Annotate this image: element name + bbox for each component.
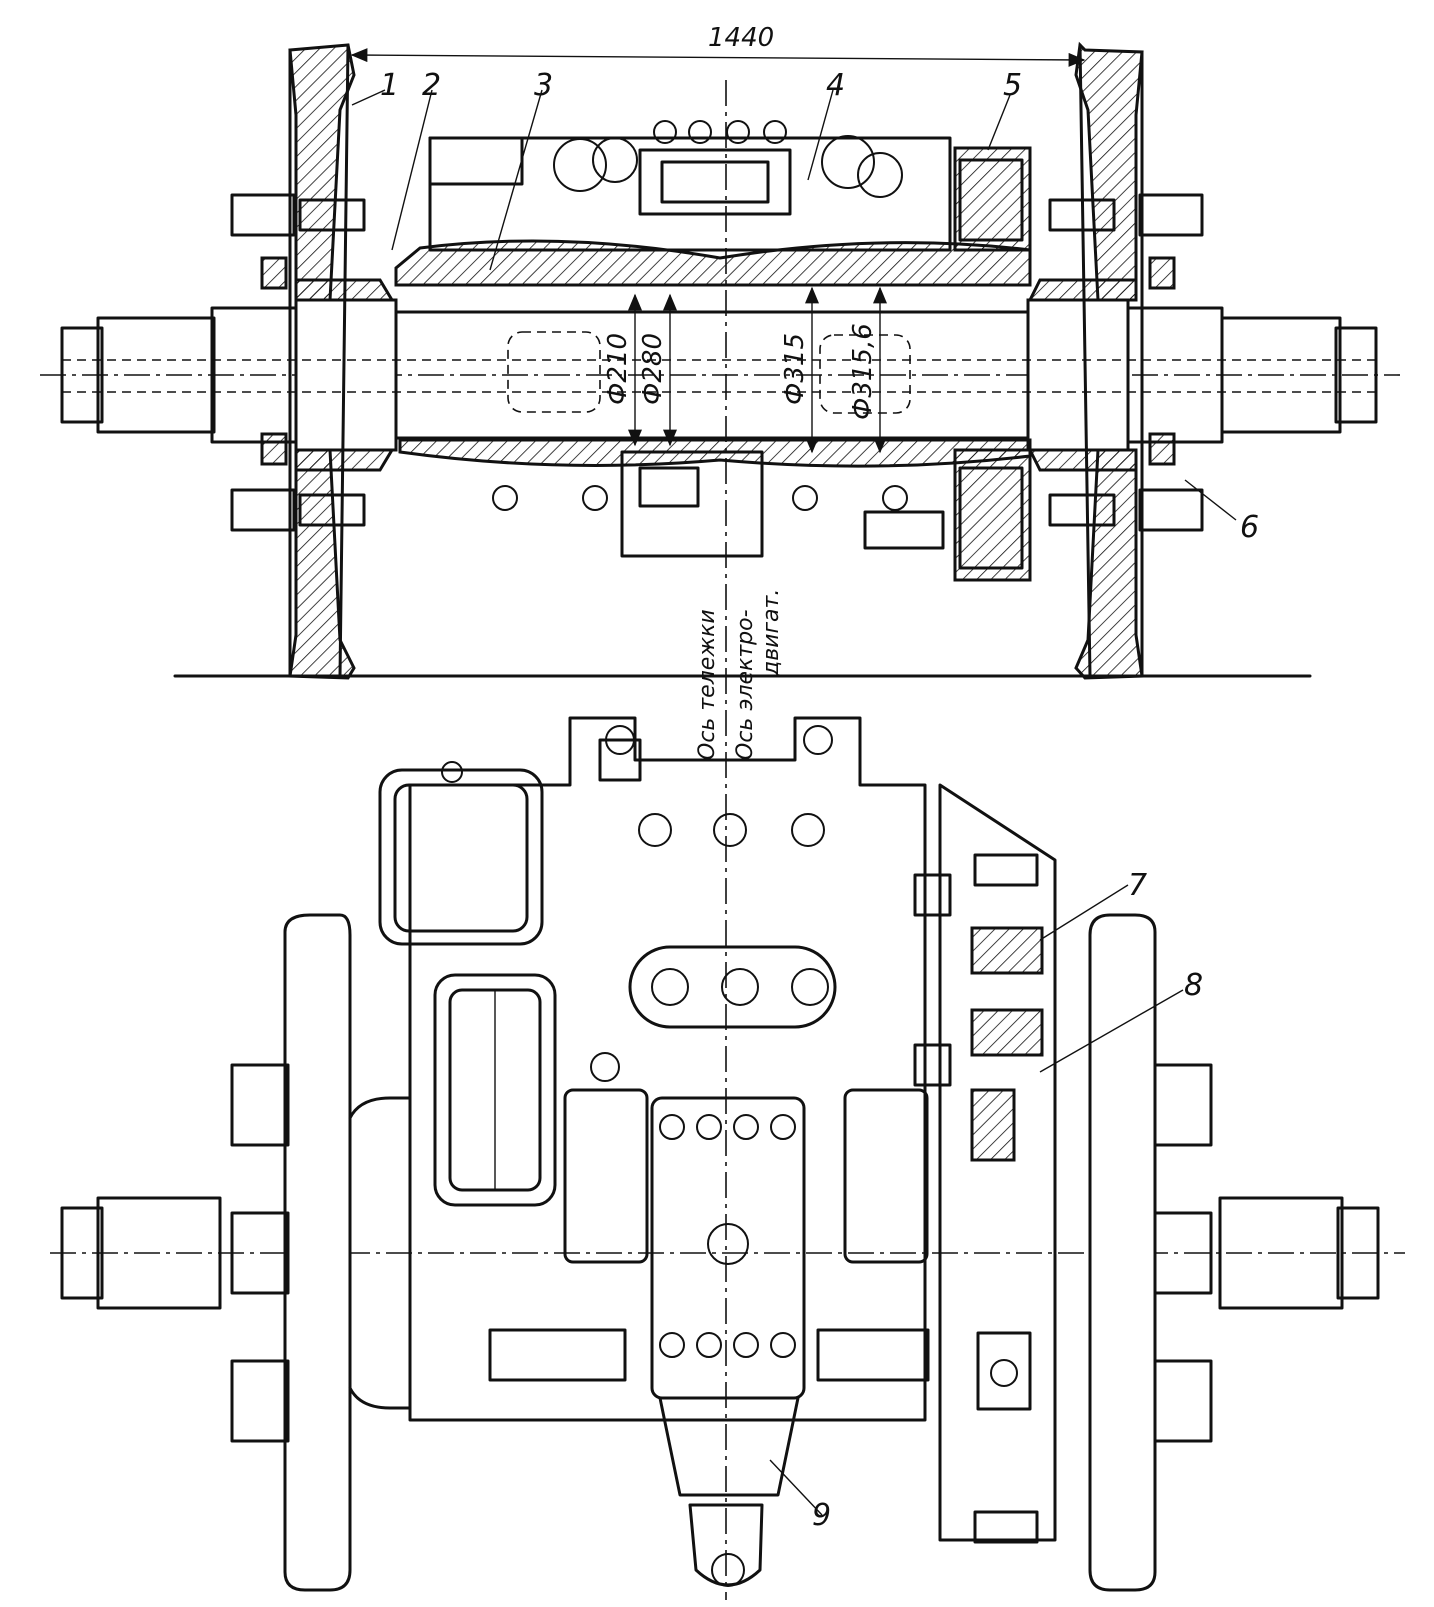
callout-8: 8 [1184, 968, 1203, 1003]
motor-frame-plan [378, 716, 930, 1587]
dim-d280: Ф280 [638, 333, 668, 405]
callout-2: 2 [422, 68, 441, 103]
dim-d315: Ф315 [780, 333, 810, 405]
callout-7: 7 [1128, 868, 1147, 903]
callout-6: 6 [1240, 510, 1259, 545]
callout-1: 1 [380, 68, 399, 103]
right-wheel-section [1027, 41, 1144, 680]
axlebox-bolts [230, 193, 1204, 532]
callout-3: 3 [534, 68, 553, 103]
sectional-view: 1440 Ф210 Ф280 Ф315 Ф315,6 Ось тележки О… [40, 23, 1400, 1600]
callout-5: 5 [1003, 68, 1022, 103]
left-wheel-section [288, 43, 395, 680]
callout-4: 4 [826, 68, 845, 103]
motor-axis-caption-line2: двигат. [759, 589, 784, 677]
plan-view [50, 716, 1405, 1592]
left-wheel-plan [230, 913, 412, 1592]
gauge-dimension-value: 1440 [708, 23, 774, 53]
plan-bolt-row-top [659, 1114, 796, 1140]
dim-d315-6: Ф315,6 [848, 323, 878, 420]
bogie-axis-caption: Ось тележки [695, 609, 720, 760]
motor-housing-section [394, 120, 1032, 582]
callout-9: 9 [812, 1498, 831, 1533]
gear-case-plan [913, 783, 1057, 1544]
gauge-dimension: 1440 [350, 23, 1086, 67]
diameter-dimensions: Ф210 Ф280 Ф315 Ф315,6 [507, 286, 911, 454]
top-bolt-row [653, 120, 787, 144]
dim-d210: Ф210 [603, 333, 633, 405]
callouts: 1 2 3 4 5 6 7 8 9 [351, 68, 1259, 1533]
right-wheel-plan [1088, 913, 1213, 1592]
motor-axis-caption-line1: Ось электро- [733, 609, 758, 760]
axle-bottom [60, 1196, 1380, 1310]
plan-bolt-row-bottom [659, 1332, 796, 1358]
axle-top [60, 298, 1378, 452]
